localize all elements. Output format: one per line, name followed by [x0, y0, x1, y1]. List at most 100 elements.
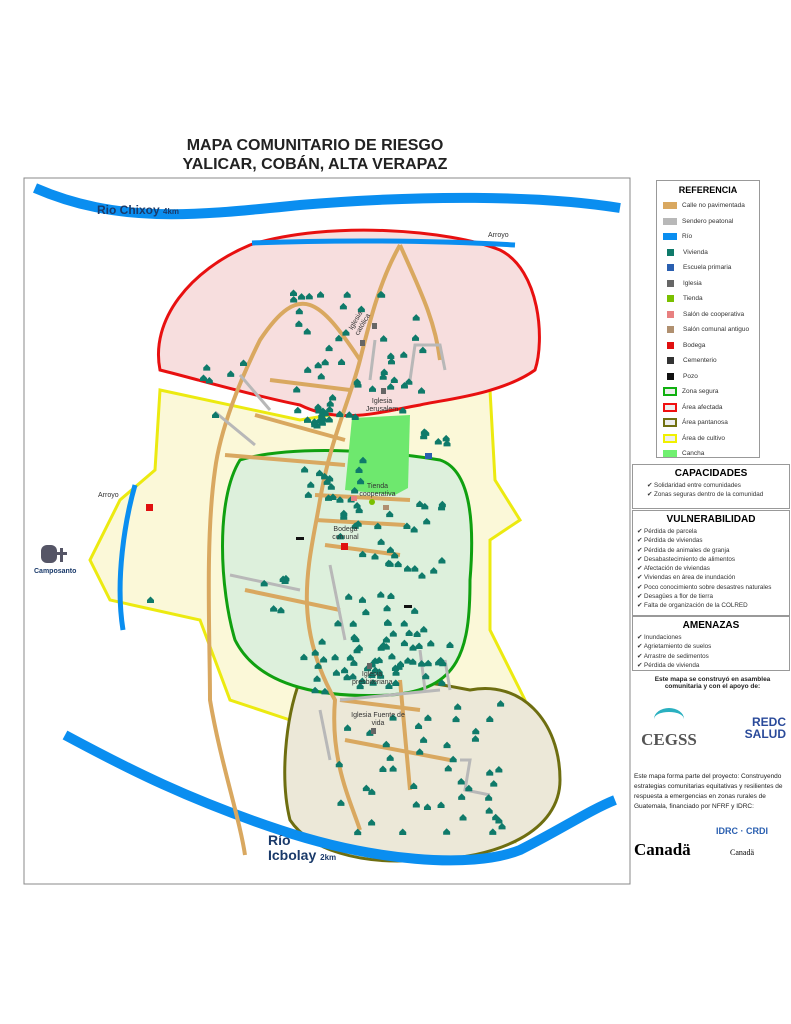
house-icon [340, 513, 348, 520]
house-icon [422, 672, 430, 680]
house-icon [458, 793, 466, 800]
house-icon [331, 653, 339, 661]
house-icon [362, 608, 370, 616]
house-icon [350, 659, 358, 666]
house-icon [371, 553, 379, 560]
house-icon [387, 592, 395, 599]
legend-label: Calle no pavimentada [682, 202, 745, 210]
house-icon [327, 483, 335, 490]
house-icon [485, 794, 493, 801]
house-icon [424, 714, 432, 721]
house-icon [300, 653, 308, 661]
legend-item: Cementerio [663, 353, 753, 369]
house-icon [495, 766, 503, 773]
church-icon [360, 323, 386, 734]
house-icon [325, 416, 333, 423]
idrc-logo: IDRC · CRDI [716, 826, 768, 836]
legend-item: Área pantanosa [663, 415, 753, 431]
house-icon [369, 679, 377, 686]
house-icon [412, 800, 420, 808]
house-icon [212, 411, 219, 418]
house-icon [362, 784, 370, 792]
house-icon [334, 619, 342, 627]
house-icon [298, 293, 306, 300]
legend-label: Sendero peatonal [682, 217, 734, 225]
house-icon [318, 638, 326, 645]
house-icon [409, 644, 417, 651]
house-icon [338, 358, 346, 365]
house-icon [343, 291, 351, 298]
legend-label: Área de cultivo [682, 434, 725, 442]
house-icon [485, 807, 493, 814]
house-icon [326, 405, 334, 413]
house-icon [489, 828, 497, 835]
house-icon [294, 406, 302, 414]
house-icon [329, 394, 337, 401]
house-icon [405, 378, 413, 385]
canada-logo: Canadä [634, 840, 691, 859]
house-icon [351, 487, 359, 494]
house-icon [443, 741, 451, 749]
house-icon [411, 607, 419, 614]
house-icon [410, 525, 418, 533]
legend-item: Sendero peatonal [663, 214, 753, 230]
amenazas-box: AMENAZASInundacionesAgrietamiento de sue… [632, 616, 790, 671]
amenazas-title: AMENAZAS [682, 620, 740, 631]
house-icon [389, 630, 397, 637]
house-icon [320, 655, 328, 663]
house-icon [459, 814, 467, 821]
house-icon [384, 619, 392, 626]
house-icon [357, 477, 365, 485]
well-icon [667, 372, 674, 380]
vulnerabilidad-item: Pérdida de parcela [633, 527, 789, 536]
house-icon [336, 496, 344, 503]
legend-label: Área afectada [682, 403, 723, 411]
house-icon [277, 606, 285, 614]
legend-label: Escuela primaria [683, 264, 732, 272]
vulnerabilidad-item: Falta de organización de la COLRED [633, 601, 789, 610]
label-tienda: Tienda cooperativa [359, 483, 396, 498]
vulnerabilidad-item: Desabastecimiento de alimentos [633, 555, 789, 564]
rio-icbolay-distance: 2km [320, 853, 337, 862]
house-icon [340, 509, 348, 517]
house-icon [377, 672, 385, 679]
house-icon [386, 510, 394, 518]
rio-icbolay-line1: Río [268, 832, 291, 848]
house-icon [490, 780, 498, 787]
well-icon [296, 537, 412, 608]
house-icon [377, 591, 385, 598]
house-icon [380, 368, 388, 375]
house-icon [359, 550, 367, 558]
house-icon [337, 799, 345, 806]
field-swatch [663, 450, 677, 458]
house-icon [486, 715, 494, 723]
rio-chixoy-distance: 4km [163, 207, 180, 216]
house-icon [387, 383, 395, 390]
legend-label: Salón comunal antiguo [683, 326, 750, 334]
house-icon [349, 620, 357, 627]
label-camposanto: Camposanto [34, 568, 77, 575]
house-icon [351, 522, 359, 529]
stream-left [117, 484, 138, 631]
house-icon [332, 669, 340, 676]
house-icon [342, 329, 350, 336]
house-icon [293, 386, 301, 393]
amenazas-item: Arrastre de sedimentos [633, 652, 789, 661]
warehouse-icon [667, 341, 674, 349]
house-icon [385, 682, 393, 690]
house-icon [355, 466, 363, 474]
legend-label: Vivienda [683, 248, 708, 256]
house-icon [390, 376, 398, 384]
house-icon [449, 755, 457, 763]
house-icon [279, 575, 287, 583]
legend-label: Salón de cooperativa [683, 310, 745, 318]
house-icon [382, 636, 390, 643]
house-icon [304, 416, 312, 423]
house-icon [336, 532, 344, 540]
river-swatch [663, 233, 677, 241]
house-icon [319, 415, 327, 422]
house-icon [380, 335, 388, 342]
house-icon [416, 748, 424, 755]
